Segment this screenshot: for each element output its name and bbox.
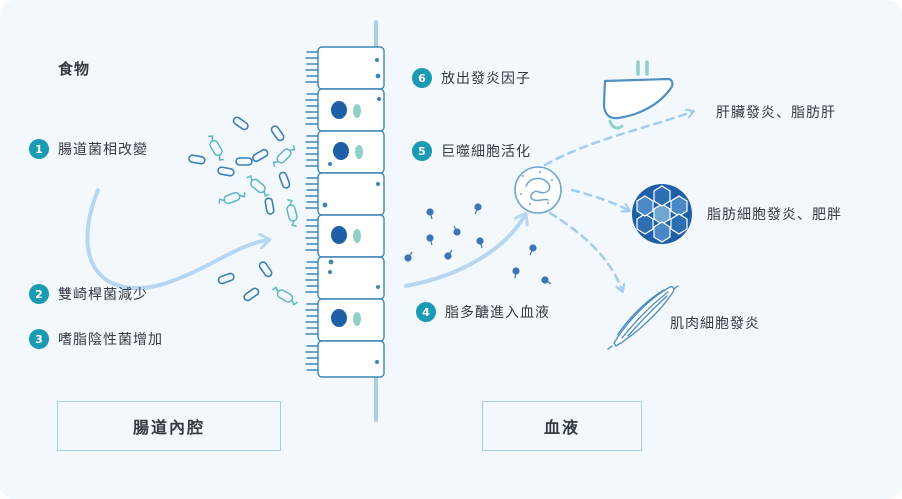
- step-4-badge: 4: [416, 302, 436, 322]
- blood-box: 血液: [482, 401, 642, 451]
- step-5: 5 巨噬細胞活化: [412, 141, 531, 161]
- lps-to-macrophage-arrow: [404, 215, 525, 288]
- epithelial-cell-column: [317, 46, 385, 378]
- step-1-badge: 1: [29, 139, 49, 159]
- step-6-label: 放出發炎因子: [441, 71, 531, 87]
- step-1-label: 腸道菌相改變: [58, 142, 148, 158]
- outcome-muscle: 肌肉細胞發炎: [670, 316, 760, 332]
- macrophage-icon: [514, 166, 562, 214]
- step-4: 4 脂多醣進入血液: [416, 302, 550, 322]
- fat-cell-icon: [632, 184, 692, 244]
- bacteria-icon: [188, 116, 291, 302]
- lps-molecules: [404, 203, 552, 285]
- step-5-badge: 5: [412, 141, 432, 161]
- step-3-label: 嗜脂陰性菌增加: [58, 332, 163, 348]
- flagellated-bacteria: [208, 135, 299, 306]
- step-6: 6 放出發炎因子: [412, 68, 531, 88]
- step-6-badge: 6: [412, 68, 432, 88]
- step-2: 2 雙崎桿菌減少: [29, 284, 148, 304]
- lumen-box: 腸道內腔: [57, 401, 281, 451]
- step-3-badge: 3: [29, 329, 49, 349]
- muscle-icon: [607, 285, 679, 350]
- lumen-flow-arrow: [85, 188, 268, 291]
- outcome-liver: 肝臟發炎、脂肪肝: [716, 105, 836, 121]
- step-2-badge: 2: [29, 284, 49, 304]
- dashed-arrows: [543, 112, 692, 290]
- liver-icon: [602, 60, 674, 130]
- step-3: 3 嗜脂陰性菌增加: [29, 329, 163, 349]
- outcome-fat: 脂肪細胞發炎、肥胖: [707, 207, 842, 223]
- cell-nuclei: [322, 58, 381, 364]
- step-5-label: 巨噬細胞活化: [441, 144, 531, 160]
- microvilli: [305, 51, 319, 371]
- step-2-label: 雙崎桿菌減少: [58, 287, 148, 303]
- step-4-label: 脂多醣進入血液: [445, 305, 550, 321]
- food-label: 食物: [58, 60, 91, 78]
- step-1: 1 腸道菌相改變: [29, 139, 148, 159]
